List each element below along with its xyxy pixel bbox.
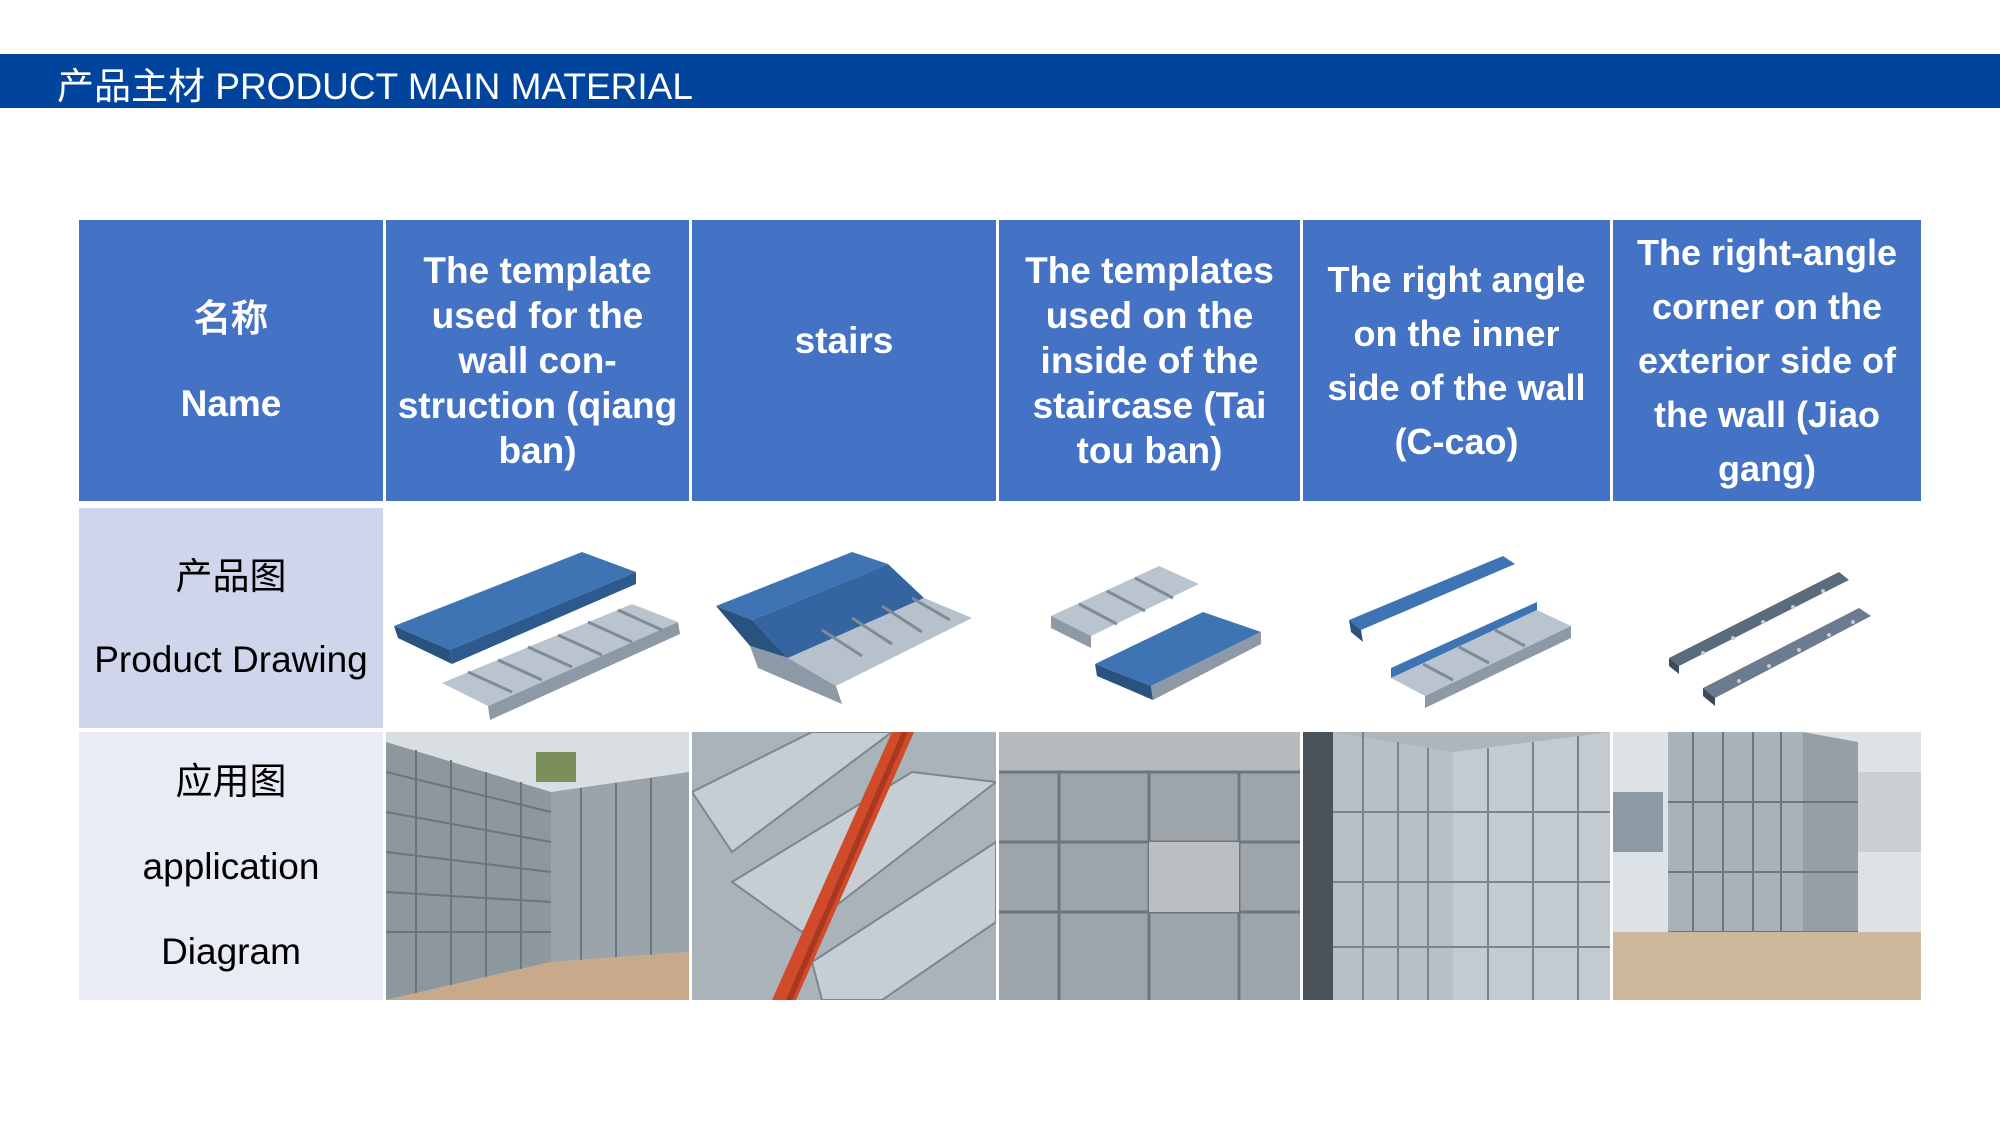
header-stairs: stairs xyxy=(692,220,996,501)
row-label-application-en-2: Diagram xyxy=(161,930,301,972)
row-label-product-drawing-zh: 产品图 xyxy=(175,556,287,597)
staircase-inner-photo xyxy=(999,732,1300,1000)
header-name-zh: 名称 xyxy=(194,297,268,339)
row-label-product-drawing: 产品图 Product Drawing xyxy=(79,508,383,728)
inner-corner-drawing xyxy=(1303,508,1610,728)
outer-corner-photo xyxy=(1613,732,1921,1000)
slide-title: 产品主材 PRODUCT MAIN MATERIAL xyxy=(57,66,693,107)
header-name-en: Name xyxy=(180,382,282,424)
stair-formwork-photo xyxy=(692,732,996,1000)
wall-template-drawing xyxy=(386,508,689,728)
outer-corner-drawing xyxy=(1613,508,1921,728)
header-wall-template: The template used for the wall con-struc… xyxy=(386,220,689,501)
row-label-application-zh: 应用图 xyxy=(175,760,287,802)
wall-formwork-photo xyxy=(386,732,689,1000)
row-label-application-en-1: application xyxy=(142,845,320,887)
stair-inner-template-drawing xyxy=(999,508,1300,728)
title-bar xyxy=(0,54,2000,108)
header-inner-corner: The right angle on the inner side of the… xyxy=(1303,220,1610,501)
inner-corner-photo xyxy=(1303,732,1610,1000)
material-table: 名称 Name The template used for the wall c… xyxy=(79,220,1921,1000)
row-label-application: 应用图 application Diagram xyxy=(79,732,383,1000)
header-outer-corner: The right-angle corner on the exterior s… xyxy=(1613,220,1921,501)
row-label-product-drawing-en: Product Drawing xyxy=(94,639,368,680)
stair-template-drawing xyxy=(692,508,996,728)
header-name-cell: 名称 Name xyxy=(79,220,383,501)
header-stair-inner: The templates used on the inside of the … xyxy=(999,220,1300,501)
